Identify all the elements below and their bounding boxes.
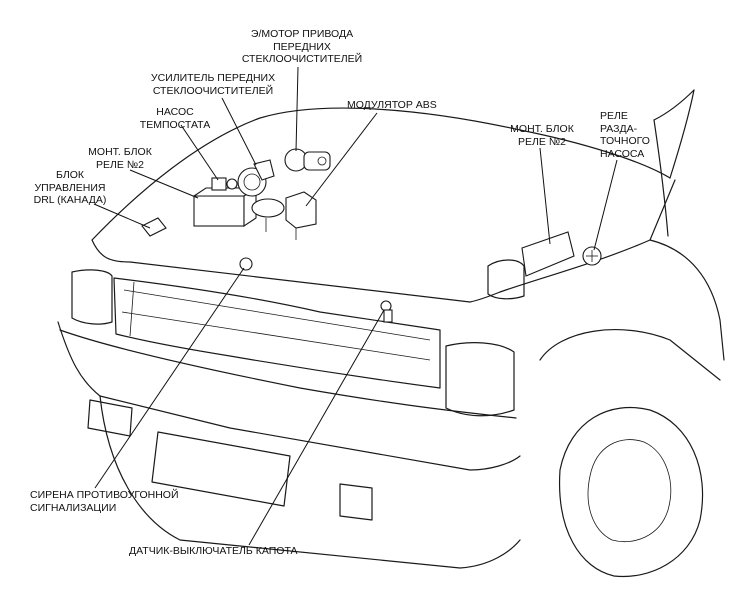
label-relay-block-right: МОНТ. БЛОК РЕЛЕ №2 — [502, 123, 582, 148]
leader-relay-block-right — [539, 147, 551, 245]
label-line: РЕЛЕ №2 — [518, 135, 566, 148]
label-wiper-amplifier: УСИЛИТЕЛЬ ПЕРЕДНИХ СТЕКЛООЧИСТИТЕЛЕЙ — [148, 72, 278, 97]
component-hood-switch — [380, 300, 393, 323]
label-line: СИРЕНА ПРОТИВОУГОННОЙ — [30, 489, 179, 501]
label-abs-modulator: МОДУЛЯТОР ABS — [347, 99, 457, 112]
label-line: ПЕРЕДНИХ — [273, 40, 331, 53]
component-drl-unit — [141, 217, 167, 237]
leader-relay-block-left — [129, 169, 199, 199]
label-line: ТЕМПОСТАТА — [139, 118, 211, 131]
component-wiper-amplifier — [237, 159, 275, 197]
component-alarm-siren — [239, 257, 253, 271]
label-relay-block-left: МОНТ. БЛОК РЕЛЕ №2 — [80, 146, 160, 171]
label-line: DRL (КАНАДА) — [33, 194, 107, 206]
label-line: БЛОК — [55, 169, 85, 181]
label-line: УСИЛИТЕЛЬ ПЕРЕДНИХ — [150, 72, 276, 84]
leader-drl-unit — [93, 203, 151, 229]
component-relay-block-right — [521, 231, 575, 277]
leader-transfer-pump-relay — [593, 159, 618, 251]
label-pump: НАСОС ТЕМПОСТАТА — [130, 106, 220, 131]
leader-abs-modulator — [305, 112, 378, 207]
leader-wiper-motor — [295, 66, 299, 152]
component-transfer-pump-relay — [582, 246, 602, 266]
label-line: СТЕКЛООЧИСТИТЕЛЕЙ — [152, 84, 274, 97]
label-line: МОНТ. БЛОК — [88, 146, 152, 158]
component-wiper-motor — [284, 148, 331, 172]
leader-alarm-siren — [94, 267, 245, 489]
label-line: НАСОСА — [600, 147, 645, 160]
label-line: СТЕКЛООЧИСТИТЕЛЕЙ — [241, 53, 363, 65]
label-line: РАЗДА- — [600, 122, 638, 135]
label-line: ТОЧНОГО — [600, 135, 650, 147]
leader-hood-switch — [248, 309, 385, 546]
label-line: Э/МОТОР ПРИВОДА — [250, 28, 354, 40]
label-hood-switch: ДАТЧИК-ВЫКЛЮЧАТЕЛЬ КАПОТА — [129, 545, 329, 558]
component-round-part — [251, 198, 285, 232]
label-line: РЕЛЕ — [600, 110, 628, 122]
component-abs-modulator — [285, 191, 317, 240]
label-line: СИГНАЛИЗАЦИИ — [30, 501, 117, 514]
label-wiper-motor: Э/МОТОР ПРИВОДА ПЕРЕДНИХ СТЕКЛООЧИСТИТЕЛ… — [232, 28, 372, 66]
label-line: МОНТ. БЛОК — [510, 123, 574, 135]
leader-pump — [180, 124, 219, 181]
leader-wiper-amplifier — [221, 97, 257, 166]
label-line: МОДУЛЯТОР ABS — [347, 99, 437, 111]
label-transfer-pump-relay: РЕЛЕ РАЗДА- ТОЧНОГО НАСОСА — [600, 110, 670, 160]
label-line: РЕЛЕ №2 — [96, 158, 144, 171]
leader-lines — [93, 66, 618, 546]
vehicle-body — [57, 89, 725, 578]
component-pump — [211, 177, 238, 191]
label-line: УПРАВЛЕНИЯ — [34, 181, 106, 194]
label-line: ДАТЧИК-ВЫКЛЮЧАТЕЛЬ КАПОТА — [129, 545, 298, 557]
label-line: НАСОС — [156, 106, 194, 118]
label-drl-unit: БЛОК УПРАВЛЕНИЯ DRL (КАНАДА) — [28, 169, 112, 207]
label-alarm-siren: СИРЕНА ПРОТИВОУГОННОЙ СИГНАЛИЗАЦИИ — [30, 489, 190, 514]
